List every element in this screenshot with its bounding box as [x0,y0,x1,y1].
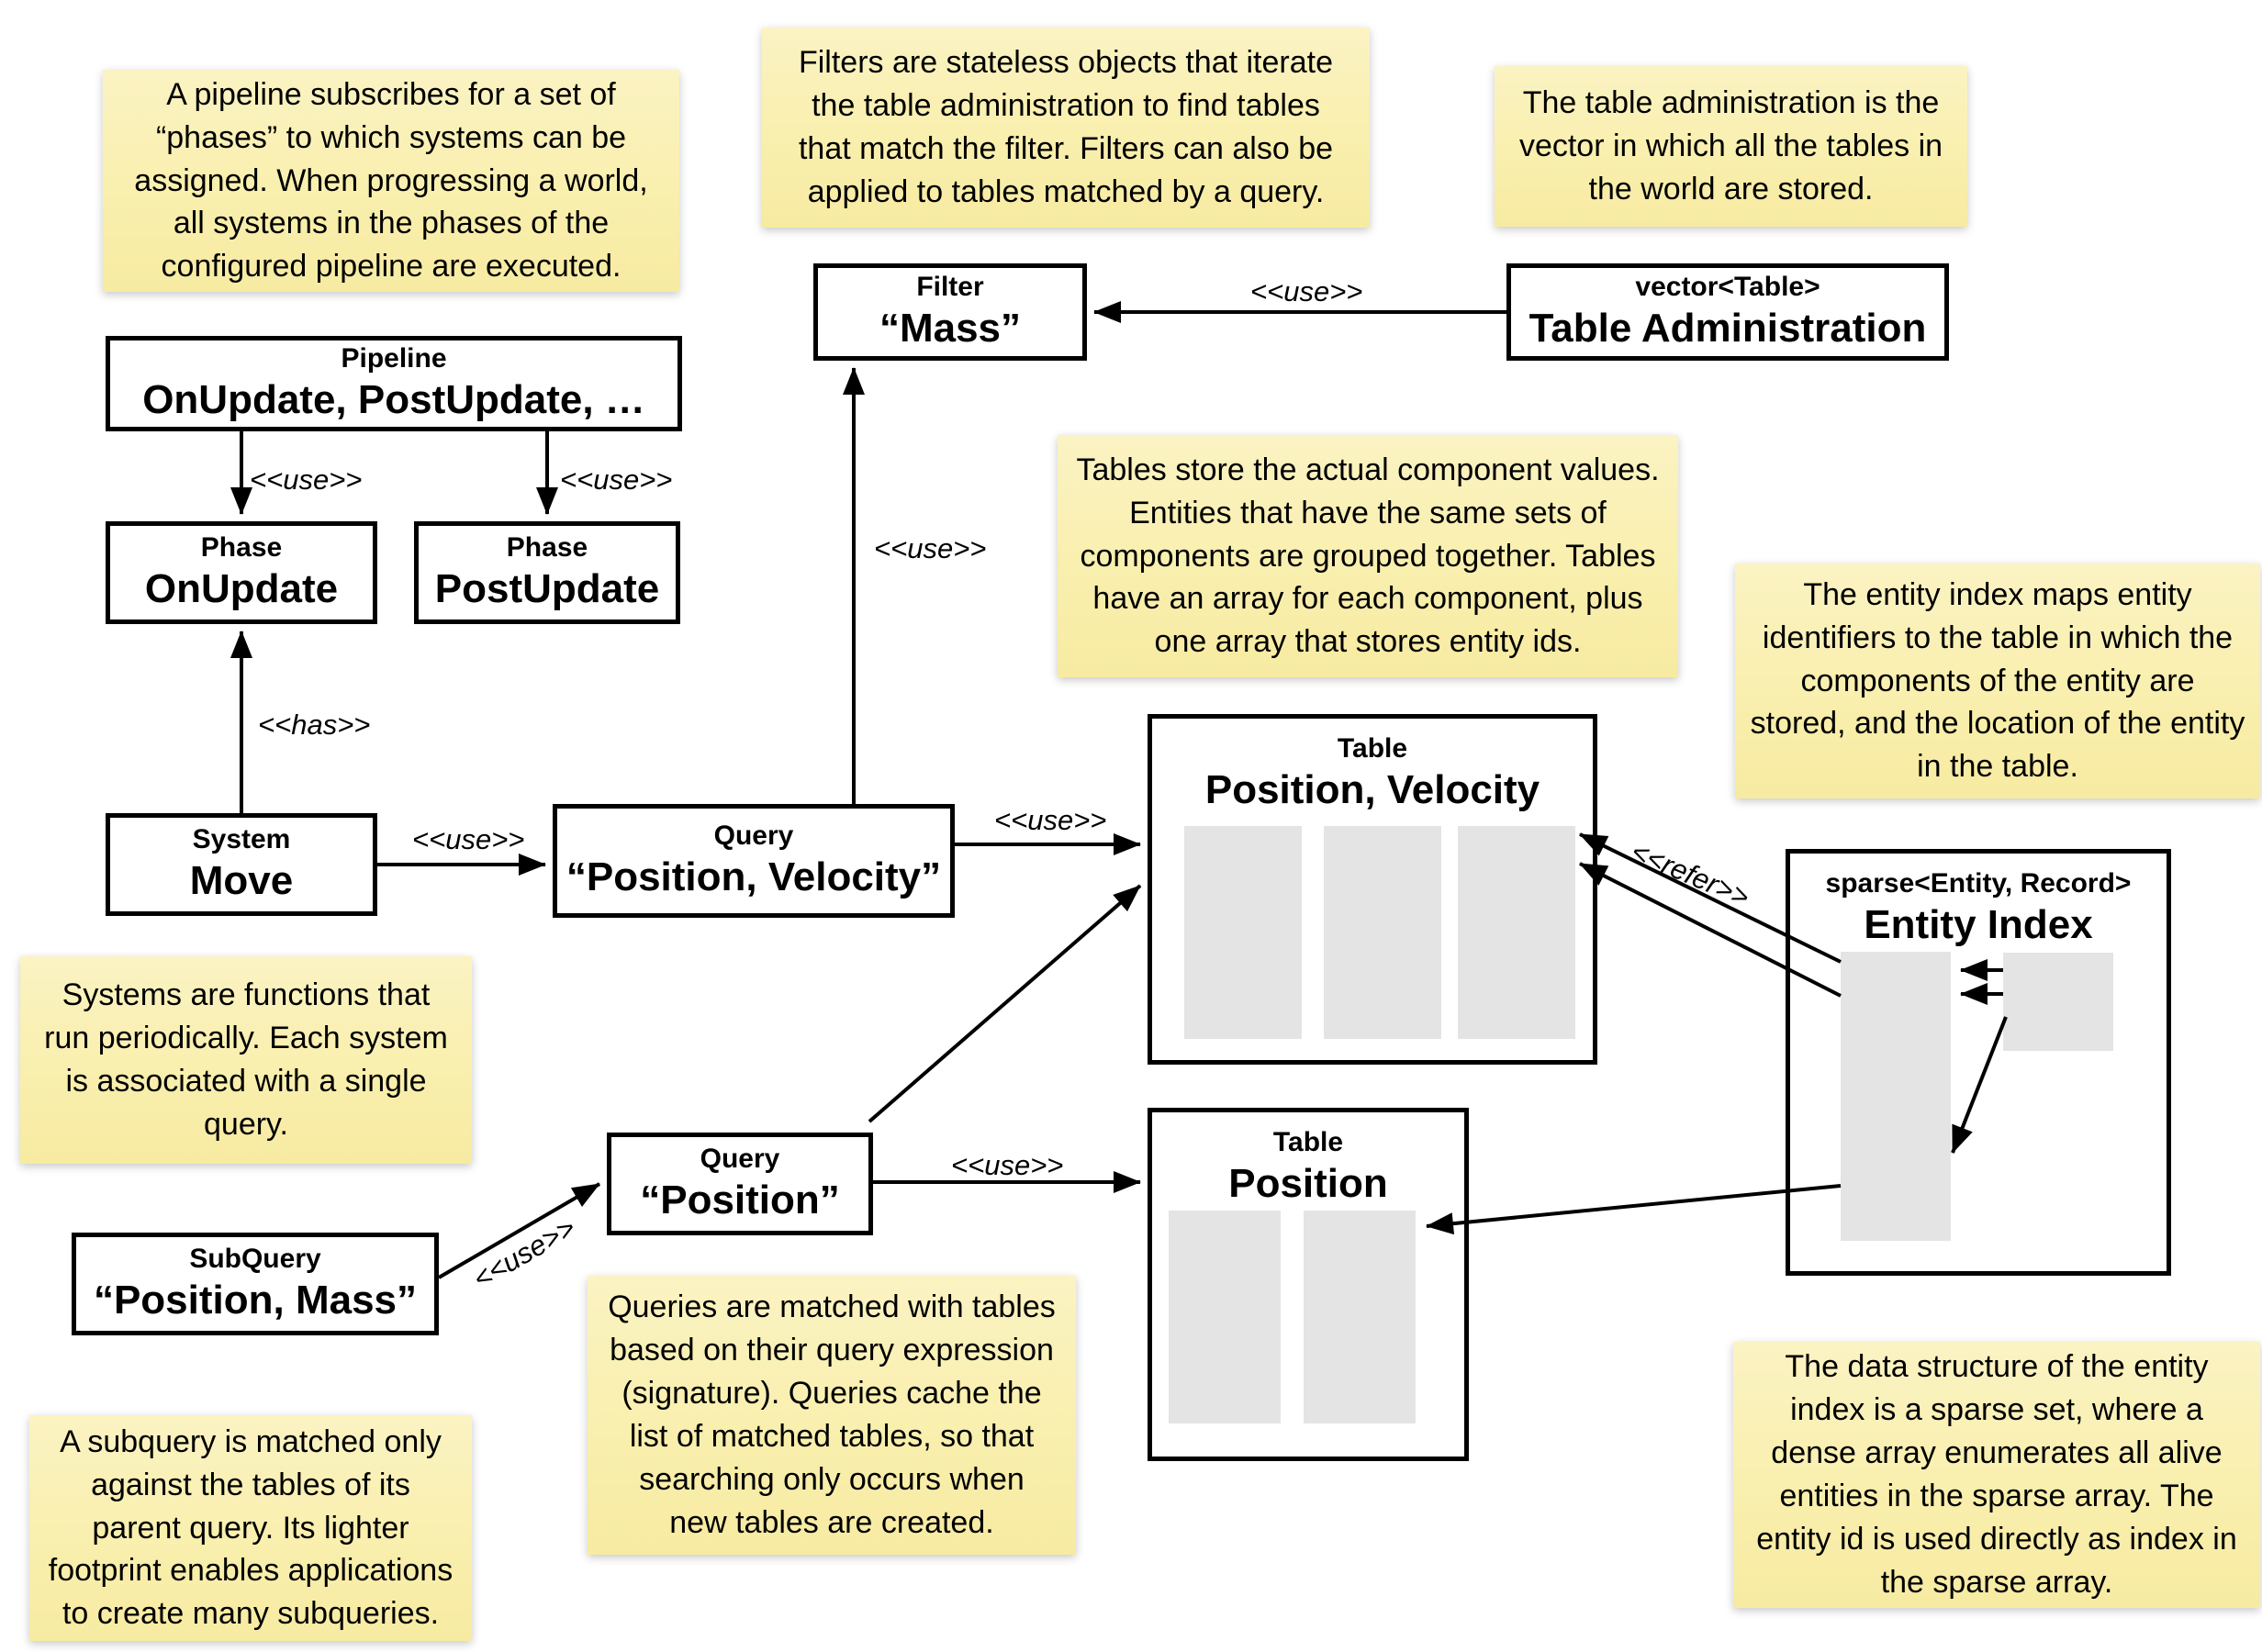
component-array-bar [1324,826,1441,1039]
note-systems: Systems are functions that run periodica… [20,956,472,1164]
edge-label-has-system-phase: <<has>> [258,709,371,741]
edge-label-use-pipeline-onupdate: <<use>> [250,463,363,496]
box-system-move: System Move [106,813,377,916]
edge-label-refer-entityindex-table: <<refer>> [1626,834,1754,914]
box-entity-index-title: sparse<Entity, Record> [1825,868,2132,899]
box-phase-onupdate-value: OnUpdate [144,565,339,611]
edge-label-use-pipeline-postupdate: <<use>> [560,463,673,496]
box-filter-mass: Filter “Mass” [813,263,1087,361]
component-array-bar [1458,826,1575,1039]
box-filter-mass-title: Filter [916,272,984,303]
edge-label-use-tableadmin-filter: <<use>> [1250,275,1363,307]
box-table-administration-value: Table Administration [1529,305,1927,351]
note-subquery: A subquery is matched only against the t… [29,1415,472,1641]
box-phase-onupdate: Phase OnUpdate [106,521,377,624]
arrow-sparse-tablepos [1426,1184,1842,1235]
box-query-position-value: “Position” [640,1177,840,1222]
edge-label-use-querypos-tablepos: <<use>> [951,1149,1064,1181]
edge-label-use-system-query: <<use>> [412,823,525,855]
edge-label-use-query-table: <<use>> [994,804,1107,836]
note-entity-index: The entity index maps entity identifiers… [1735,564,2260,798]
box-query-position-velocity: Query “Position, Velocity” [553,804,955,918]
box-subquery: SubQuery “Position, Mass” [72,1233,439,1335]
box-phase-postupdate-value: PostUpdate [434,565,660,611]
component-array-bar [1304,1211,1416,1423]
box-query-position-velocity-value: “Position, Velocity” [566,854,942,899]
box-table-position-title: Table [1272,1127,1344,1157]
box-system-move-value: Move [189,857,294,903]
note-table-administration: The table administration is the vector i… [1495,66,1967,227]
note-queries: Queries are matched with tables based on… [588,1276,1076,1555]
edge-label-use-subquery-query: <<use>> [467,1211,581,1296]
box-table-administration-title: vector<Table> [1635,272,1820,303]
dense-array-bar [2003,953,2113,1051]
box-pipeline: Pipeline OnUpdate, PostUpdate, … [106,336,682,431]
note-sparse-set: The data structure of the entity index i… [1733,1342,2260,1608]
edge-label-use-query-filter: <<use>> [874,532,987,564]
box-filter-mass-value: “Mass” [879,305,1022,351]
component-array-bar [1184,826,1302,1039]
box-system-move-title: System [192,824,291,855]
box-table-position-velocity-value: Position, Velocity [1204,766,1540,812]
box-phase-onupdate-title: Phase [200,532,283,564]
box-query-position-velocity-title: Query [713,820,794,852]
box-table-position-velocity-title: Table [1337,733,1408,764]
note-tables: Tables store the actual component values… [1058,435,1678,677]
box-table-position-velocity: Table Position, Velocity [1148,714,1597,1065]
box-query-position: Query “Position” [607,1133,873,1235]
box-pipeline-title: Pipeline [341,343,447,374]
note-filters: Filters are stateless objects that itera… [762,28,1370,228]
component-array-bar [1169,1211,1281,1423]
box-table-position-value: Position [1228,1160,1388,1206]
box-query-position-title: Query [700,1144,780,1175]
box-subquery-value: “Position, Mass” [93,1277,418,1323]
box-entity-index-value: Entity Index [1864,901,2093,947]
note-pipeline: A pipeline subscribes for a set of “phas… [103,70,679,292]
box-entity-index: sparse<Entity, Record> Entity Index [1786,849,2171,1276]
box-pipeline-value: OnUpdate, PostUpdate, … [142,376,645,422]
arrow-querypos-tablepv [868,884,1142,1123]
box-phase-postupdate-title: Phase [506,532,588,564]
box-table-position: Table Position [1148,1108,1469,1461]
box-subquery-title: SubQuery [189,1244,321,1275]
box-phase-postupdate: Phase PostUpdate [414,521,680,624]
sparse-array-bar [1841,952,1951,1241]
box-table-administration: vector<Table> Table Administration [1506,263,1949,361]
